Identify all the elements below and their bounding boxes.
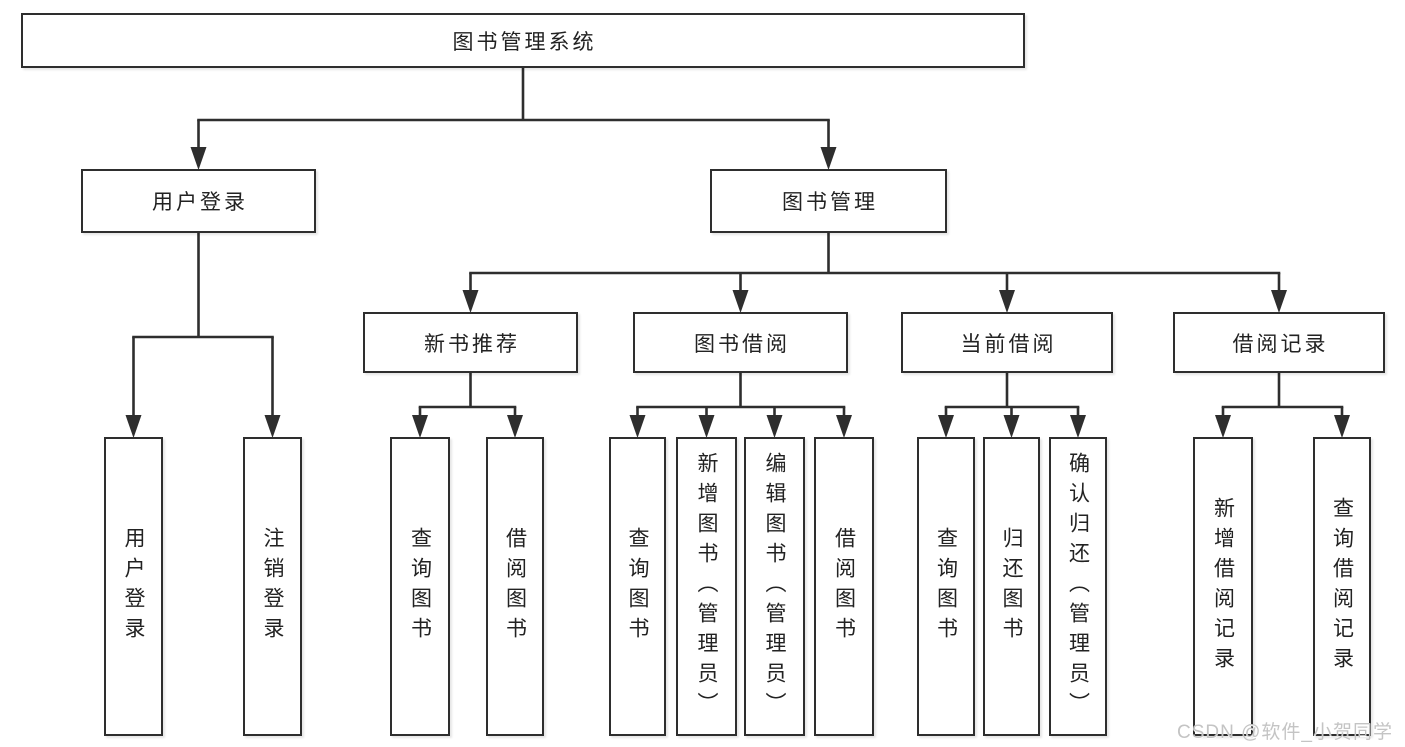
node-borrow-records: 借阅记录: [1173, 312, 1385, 373]
csdn-watermark: CSDN @软件_小贺同学: [1177, 722, 1393, 743]
node-book-borrowing-label: 图书借阅: [694, 332, 790, 356]
leaf-bb-borrow-books: 借阅图书: [814, 437, 874, 736]
leaf-nbr-borrow-books-label: 借阅图书: [503, 526, 527, 647]
leaf-br-add-record-label: 新增借阅记录: [1211, 496, 1235, 677]
leaf-bb-query-books: 查询图书: [609, 437, 666, 736]
leaf-nbr-query-books-label: 查询图书: [408, 526, 432, 647]
leaf-cb-return-books-label: 归还图书: [1000, 526, 1023, 647]
leaf-br-add-record: 新增借阅记录: [1193, 437, 1253, 736]
leaf-nbr-query-books: 查询图书: [390, 437, 450, 736]
leaf-bb-edit-books-label: 编辑图书（管理员）: [763, 451, 786, 722]
leaf-bb-add-books-label: 新增图书（管理员）: [695, 451, 718, 722]
leaf-cb-confirm-return-label: 确认归还（管理员）: [1066, 451, 1090, 722]
node-user-login: 用户登录: [81, 169, 316, 233]
leaf-logout: 注销登录: [243, 437, 302, 736]
node-book-management: 图书管理: [710, 169, 947, 233]
node-borrow-records-label: 借阅记录: [1232, 332, 1329, 356]
leaf-bb-edit-books: 编辑图书（管理员）: [744, 437, 805, 736]
leaf-cb-query-books-label: 查询图书: [934, 526, 958, 647]
leaf-cb-return-books: 归还图书: [983, 437, 1040, 736]
node-library-management-system: 图书管理系统: [21, 13, 1025, 68]
leaf-bb-add-books: 新增图书（管理员）: [676, 437, 737, 736]
leaf-logout-label: 注销登录: [261, 526, 284, 647]
leaf-user-login-label: 用户登录: [122, 526, 145, 647]
leaf-br-query-record: 查询借阅记录: [1313, 437, 1371, 736]
leaf-br-query-record-label: 查询借阅记录: [1330, 496, 1354, 677]
node-book-borrowing: 图书借阅: [633, 312, 848, 373]
leaf-cb-query-books: 查询图书: [917, 437, 975, 736]
leaf-cb-confirm-return: 确认归还（管理员）: [1049, 437, 1107, 736]
leaf-user-login: 用户登录: [104, 437, 163, 736]
node-user-login-label: 用户登录: [152, 191, 248, 214]
node-current-borrowing-label: 当前借阅: [960, 332, 1057, 356]
leaf-bb-query-books-label: 查询图书: [626, 526, 649, 647]
leaf-bb-borrow-books-label: 借阅图书: [832, 526, 856, 647]
node-library-management-system-label: 图书管理系统: [452, 30, 597, 54]
node-book-management-label: 图书管理: [782, 191, 878, 214]
node-new-book-recommend-label: 新书推荐: [424, 332, 520, 356]
node-current-borrowing: 当前借阅: [901, 312, 1113, 373]
node-new-book-recommend: 新书推荐: [363, 312, 578, 373]
leaf-nbr-borrow-books: 借阅图书: [486, 437, 544, 736]
